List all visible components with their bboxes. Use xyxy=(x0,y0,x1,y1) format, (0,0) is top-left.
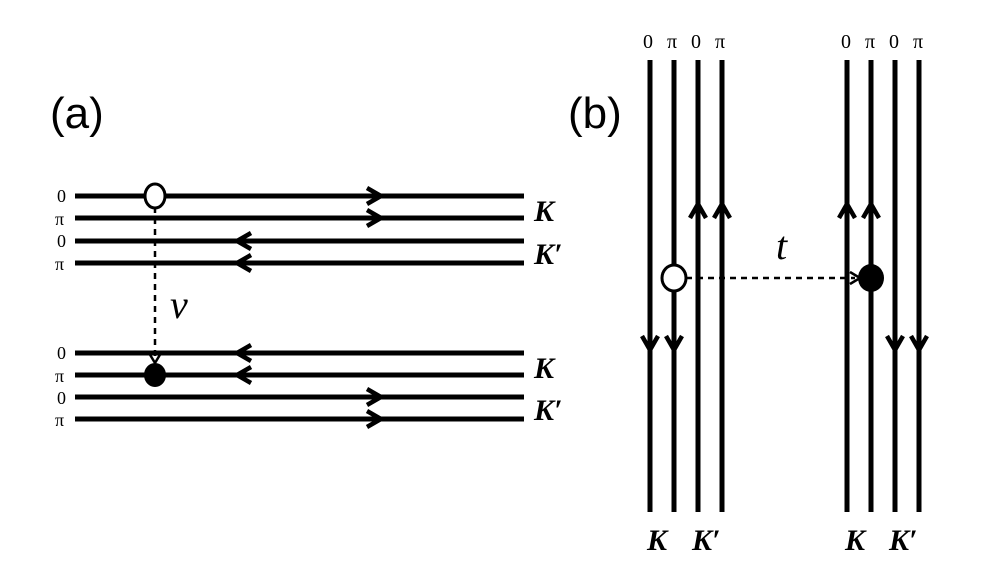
phase-label-b-left-1: 0 xyxy=(643,31,653,53)
phase-label-b-right-4: π xyxy=(913,31,923,53)
arrow-right-icon xyxy=(365,387,386,407)
phase-label-a-bottom-1: 0 xyxy=(57,343,66,363)
phase-label-b-left-3: 0 xyxy=(691,31,701,53)
phase-label-b-left-2: π xyxy=(667,31,677,53)
coupling-t-label: t xyxy=(776,223,788,268)
valley-label-b-right-K: K xyxy=(844,524,867,557)
hole-marker xyxy=(143,182,167,210)
arrow-up-icon xyxy=(688,199,708,220)
arrow-up-icon xyxy=(861,199,881,220)
panel-b: (b) 0 π 0 π 0 π 0 π t xyxy=(568,31,929,557)
phase-label-b-right-2: π xyxy=(865,31,875,53)
phase-label-a-top-1: 0 xyxy=(57,186,66,206)
arrow-left-icon xyxy=(232,253,253,273)
particle-marker xyxy=(858,264,884,292)
arrow-up-icon xyxy=(712,199,732,220)
phase-label-a-bottom-3: 0 xyxy=(57,388,66,408)
valley-label-a-bottom-Kprime: K′ xyxy=(533,394,562,427)
valley-label-b-right-Kprime: K′ xyxy=(888,524,917,557)
valley-label-a-top-Kprime: K′ xyxy=(533,238,562,271)
arrow-left-icon xyxy=(232,365,253,385)
phase-label-b-right-3: 0 xyxy=(889,31,899,53)
phase-label-a-bottom-2: π xyxy=(55,366,64,386)
coupling-v-label: v xyxy=(170,282,188,327)
phase-label-b-left-4: π xyxy=(715,31,725,53)
arrow-down-icon xyxy=(640,334,660,355)
arrow-up-icon xyxy=(837,199,857,220)
phase-label-a-top-3: 0 xyxy=(57,231,66,251)
panel-a: (a) 0 π 0 π K K′ 0 π 0 π K xyxy=(50,89,562,430)
arrow-right-icon xyxy=(365,409,386,429)
arrow-down-icon xyxy=(909,334,929,355)
arrow-left-icon xyxy=(232,343,253,363)
panel-a-label: (a) xyxy=(50,89,104,138)
arrow-left-icon xyxy=(232,231,253,251)
phase-label-a-top-4: π xyxy=(55,254,64,274)
arrow-down-icon xyxy=(664,334,684,355)
valley-label-b-left-Kprime: K′ xyxy=(691,524,720,557)
arrow-right-icon xyxy=(365,186,386,206)
phase-label-a-bottom-4: π xyxy=(55,410,64,430)
panel-b-label: (b) xyxy=(568,89,622,138)
phase-label-b-right-1: 0 xyxy=(841,31,851,53)
hole-marker xyxy=(660,263,688,293)
particle-marker xyxy=(144,363,166,387)
valley-label-b-left-K: K xyxy=(646,524,669,557)
valley-label-a-bottom-K: K xyxy=(533,352,556,385)
phase-label-a-top-2: π xyxy=(55,209,64,229)
arrow-down-icon xyxy=(885,334,905,355)
valley-label-a-top-K: K xyxy=(533,195,556,228)
arrow-right-icon xyxy=(365,208,386,228)
